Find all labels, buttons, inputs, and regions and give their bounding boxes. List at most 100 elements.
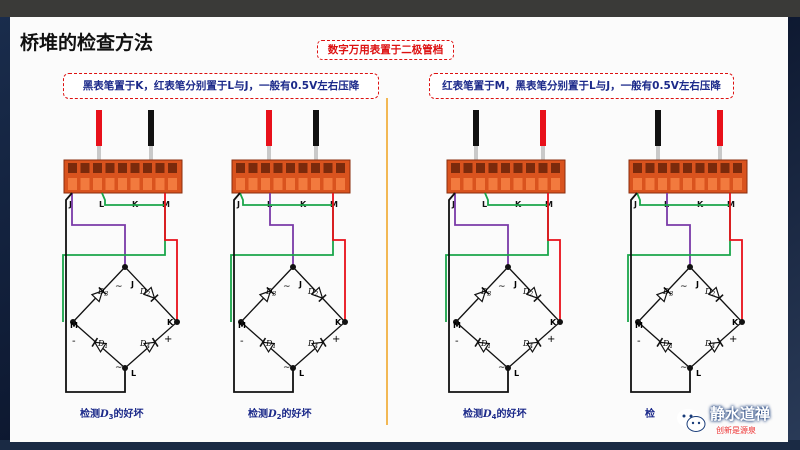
diode-d2	[525, 286, 542, 303]
diode-d2	[142, 286, 159, 303]
ac-symbol-bottom: ~	[115, 363, 123, 373]
screw-slot	[538, 163, 548, 173]
diode-triangle	[93, 341, 107, 354]
page-title: 桥堆的检查方法	[20, 32, 154, 54]
node-label-m: M	[238, 321, 246, 330]
watermark: 静水道禅 创新是源泉	[672, 401, 784, 441]
terminal-contact	[311, 178, 320, 190]
diode-triangle	[707, 286, 721, 300]
diode-triangle	[310, 286, 324, 300]
terminal-contact	[538, 178, 548, 190]
terminal-label: J	[68, 200, 72, 209]
terminal-contact	[68, 178, 77, 190]
terminal-contact	[168, 178, 177, 190]
diode-label: D4	[704, 339, 715, 350]
terminal-contact	[645, 178, 655, 190]
diode-label: D1	[97, 339, 108, 350]
plus-sign: +	[729, 334, 737, 345]
node-label-k: K	[732, 318, 739, 327]
screw-slot	[261, 163, 270, 173]
ac-symbol-bottom: ~	[498, 363, 506, 373]
panel-caption: 检测D3的好坏	[80, 407, 144, 421]
diode-bar	[533, 294, 542, 303]
diode-triangle	[658, 341, 672, 354]
plus-sign: +	[332, 334, 340, 345]
screw-slot	[633, 163, 642, 173]
diode-label: D4	[307, 339, 318, 350]
diode-bar	[259, 337, 267, 347]
probe-pin	[97, 146, 101, 162]
diode-d3	[258, 286, 275, 303]
diode-triangle	[708, 341, 722, 354]
terminal-contact	[143, 178, 152, 190]
terminal-contact	[633, 178, 642, 190]
screw-slot	[155, 163, 165, 173]
terminal-contact	[551, 178, 560, 190]
terminal-contact	[80, 178, 90, 190]
screw-slot	[311, 163, 320, 173]
ac-symbol-top: ~	[283, 282, 291, 292]
terminal-label: L	[99, 200, 104, 209]
screw-slot	[68, 163, 77, 173]
node-dot	[238, 319, 244, 325]
diode-bar	[481, 286, 490, 295]
terminal-label: J	[451, 200, 455, 209]
bridge-outline	[72, 266, 178, 369]
wire-red	[164, 193, 178, 322]
terminal-contact	[501, 178, 510, 190]
diode-triangle	[655, 289, 669, 303]
diode-bar	[656, 337, 664, 347]
node-dot	[687, 264, 693, 270]
screw-slot	[501, 163, 510, 173]
diode-label: D3	[97, 287, 108, 298]
diode-d2	[310, 286, 327, 303]
diode-bar	[534, 337, 542, 347]
left-instruction-note: 黑表笔置于K，红表笔分别置于L与J，一般有0.5V左右压降	[63, 73, 379, 99]
terminal-label: J	[633, 200, 637, 209]
terminal-contact	[476, 178, 485, 190]
diode-label: D1	[265, 339, 276, 350]
node-label-k: K	[550, 318, 557, 327]
terminal-contact	[298, 178, 308, 190]
screw-slot	[463, 163, 473, 173]
diode-bar	[151, 337, 159, 347]
terminal-contact	[513, 178, 523, 190]
screw-slot	[273, 163, 283, 173]
diode-bar	[319, 337, 327, 347]
node-label-m: M	[453, 321, 461, 330]
terminal-contact	[720, 178, 730, 190]
wire-black	[233, 192, 294, 393]
panel-caption: 检测D2的好坏	[248, 407, 312, 421]
diode-triangle	[143, 341, 157, 354]
diode-label: D1	[662, 339, 673, 350]
terminal-contact	[336, 178, 345, 190]
screw-slot	[451, 163, 460, 173]
diode-label: D3	[265, 287, 276, 298]
diode-d1	[91, 337, 107, 354]
wire-purple	[454, 193, 509, 267]
diode-d3	[90, 286, 107, 303]
screw-slot	[488, 163, 498, 173]
probe-tip	[148, 110, 154, 146]
node-dot	[739, 319, 745, 325]
node-label-l: L	[299, 369, 304, 378]
diode-d3	[473, 286, 490, 303]
node-dot	[290, 365, 296, 371]
terminal-label: J	[236, 200, 240, 209]
probe-pin	[149, 146, 153, 162]
wire-purple	[269, 193, 294, 267]
terminal-label: L	[482, 200, 487, 209]
diode-bar	[91, 337, 99, 347]
terminal-block	[231, 159, 351, 194]
screw-slot	[323, 163, 333, 173]
diode-label: D1	[480, 339, 491, 350]
wire-purple	[666, 193, 691, 267]
terminal-contact	[658, 178, 667, 190]
node-label-j: J	[695, 280, 699, 289]
probe-pin	[718, 146, 722, 162]
diode-bar	[474, 337, 482, 347]
ac-symbol-top: ~	[680, 282, 688, 292]
screw-slot	[476, 163, 485, 173]
